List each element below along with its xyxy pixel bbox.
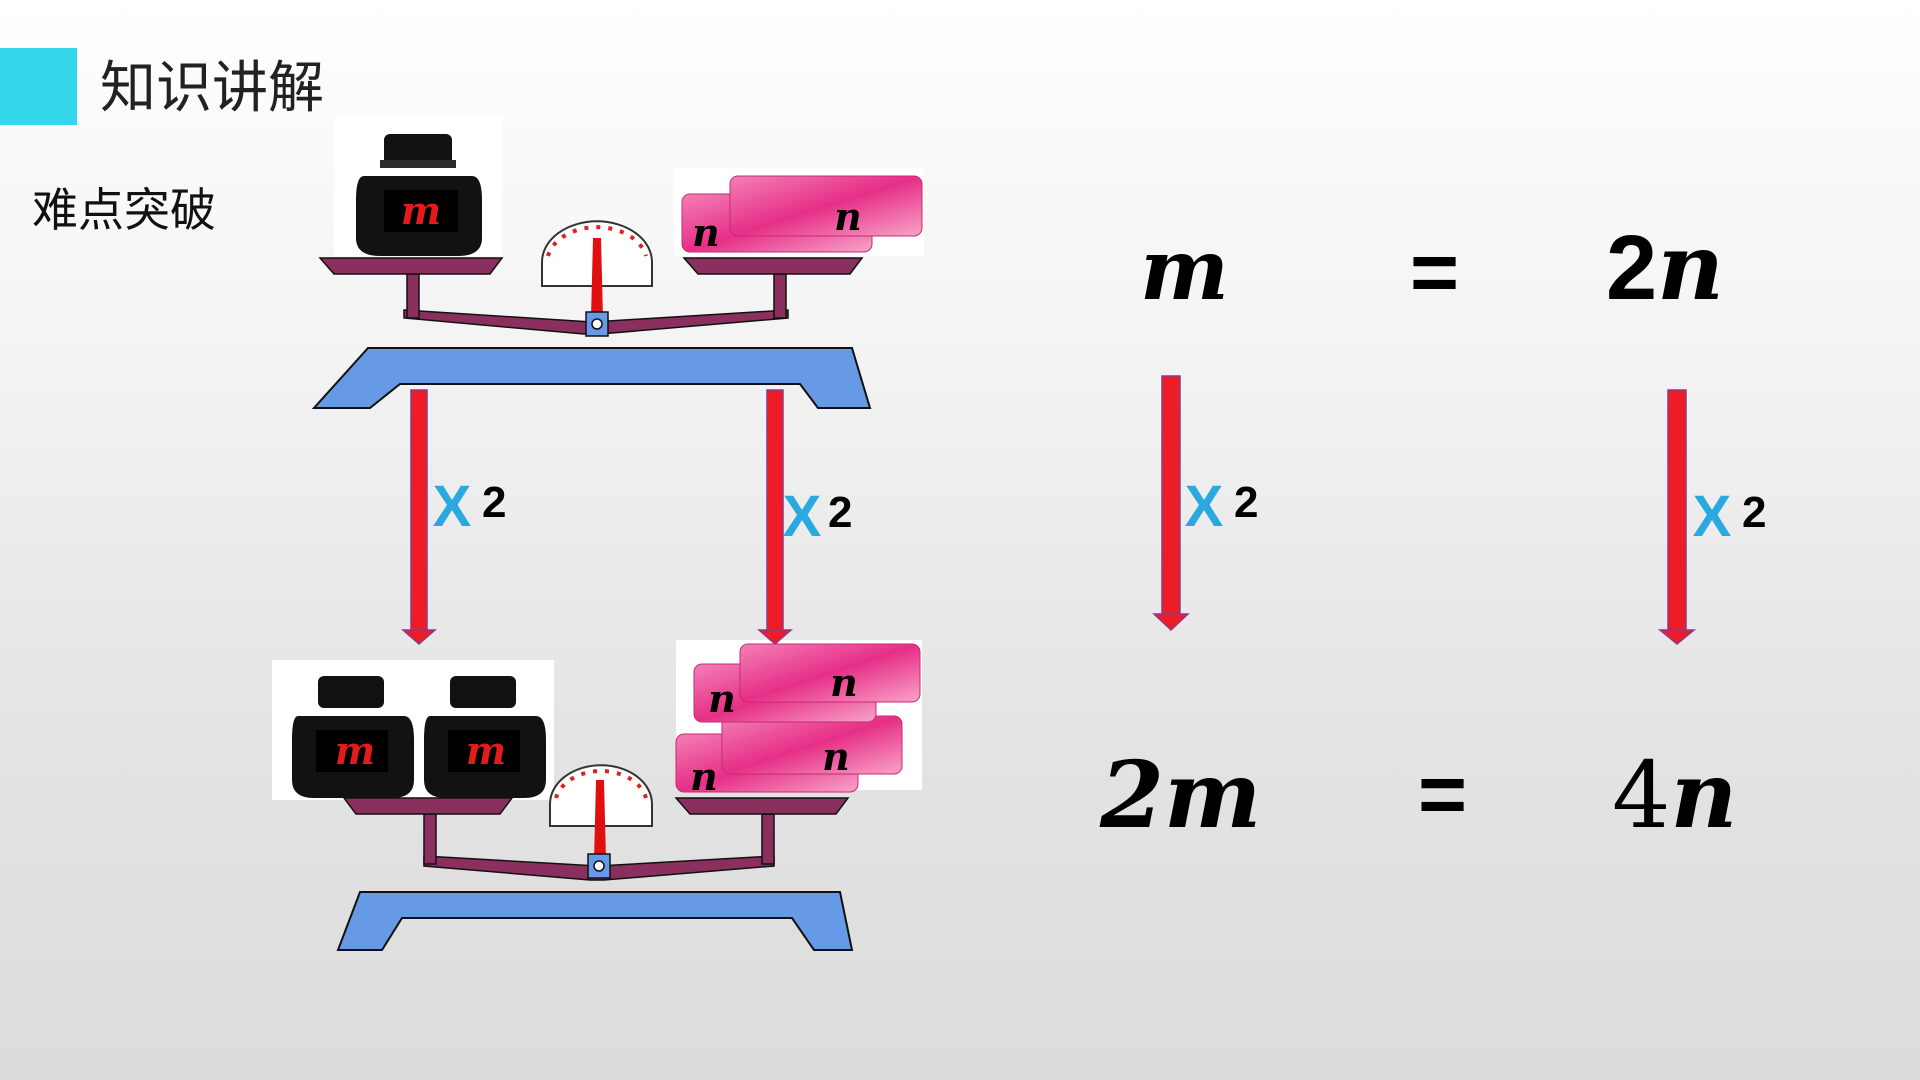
ink-bottles-image xyxy=(292,676,546,798)
multiplier-factor: 2 xyxy=(1742,488,1767,537)
bottom-right-n-label-3: n xyxy=(708,676,736,721)
equation-top-right: 2n xyxy=(1606,212,1724,323)
title-accent-bar xyxy=(0,48,77,125)
page-title: 知识讲解 xyxy=(100,56,324,121)
multiply-icon: X xyxy=(783,484,822,549)
bottom-right-n-label-1: n xyxy=(690,754,718,799)
section-subtitle: 难点突破 xyxy=(32,183,216,237)
equation-top-left: m xyxy=(1140,220,1229,319)
multiply-icon: X xyxy=(433,474,472,539)
equation-bottom-equals: = xyxy=(1418,747,1468,841)
ink-bottle-image xyxy=(356,134,482,256)
multiply-icon: X xyxy=(1693,484,1732,549)
equation-top-right-coef: 2 xyxy=(1606,217,1658,319)
multiplier-factor: 2 xyxy=(482,478,507,527)
equation-bottom-left: 2m xyxy=(1100,740,1261,851)
equation-top-right-var: n xyxy=(1657,213,1725,321)
bottom-right-n-label-4: n xyxy=(830,660,858,705)
multiplier-factor: 2 xyxy=(1234,478,1259,527)
top-balance-scale: m n n xyxy=(311,116,924,409)
bottom-balance-scale: m m n n n n xyxy=(272,640,922,951)
arrow-equation-right xyxy=(1657,389,1697,645)
equation-bottom-right-coef: 4 xyxy=(1612,742,1671,849)
arrow-right-scale xyxy=(757,389,793,645)
multiply-icon: X xyxy=(1185,474,1224,539)
bottom-right-n-label-2: n xyxy=(822,734,850,779)
top-left-m-label: m xyxy=(401,188,441,233)
top-right-n-label-2: n xyxy=(834,194,862,239)
bottom-left-m-label-1: m xyxy=(335,728,375,773)
arrow-left-scale xyxy=(401,389,437,645)
multiplier-factor: 2 xyxy=(828,488,853,537)
top-right-n-label-1: n xyxy=(692,210,720,255)
equation-bottom-right-var: n xyxy=(1670,741,1738,849)
pencil-box-image xyxy=(681,175,923,253)
equation-bottom-left-coef: 2 xyxy=(1100,741,1165,849)
bottom-left-m-label-2: m xyxy=(466,728,506,773)
equation-bottom-left-var: m xyxy=(1164,741,1262,849)
equation-top-equals: = xyxy=(1410,225,1460,319)
equation-bottom-right: 4n xyxy=(1612,740,1737,851)
arrow-equation-left xyxy=(1152,375,1190,632)
pencil-boxes-image xyxy=(675,643,921,793)
